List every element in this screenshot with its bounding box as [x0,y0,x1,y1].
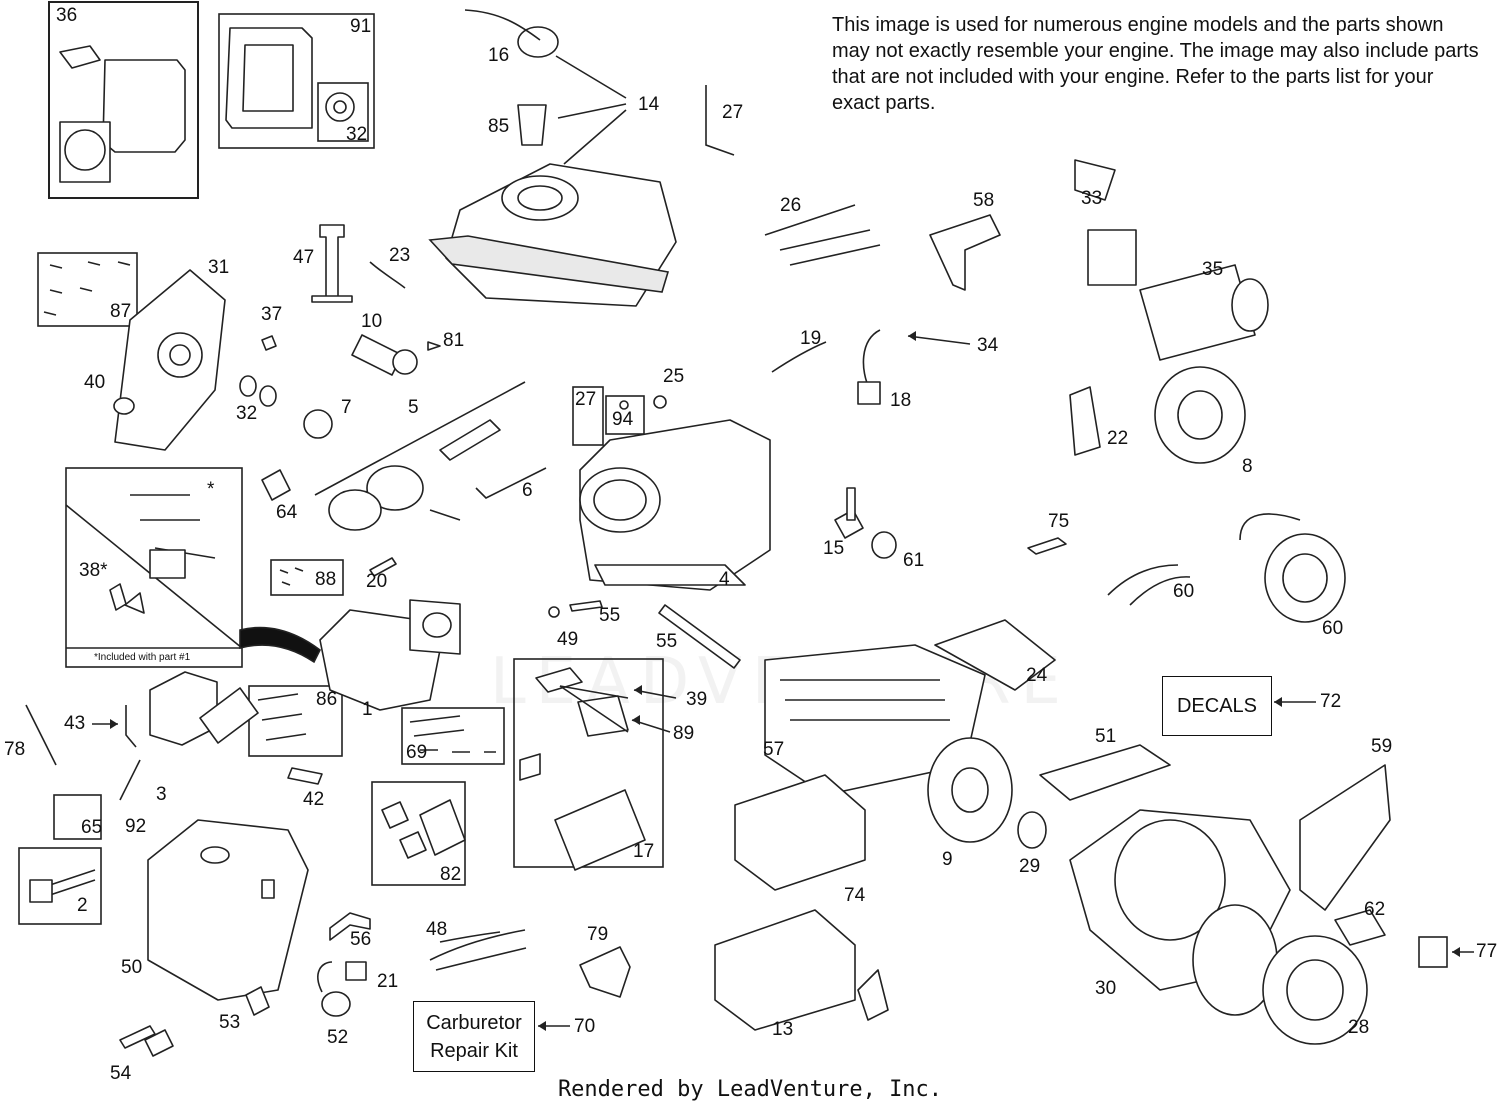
callout-61: 61 [903,550,925,571]
callout-16: 16 [488,45,510,66]
callout-25: 25 [663,366,685,387]
callout-2: 2 [77,895,88,916]
callout-92: 92 [125,816,147,837]
callout-65: 65 [81,817,103,838]
callout-28: 28 [1348,1017,1370,1038]
callout-18: 18 [890,390,912,411]
callout-26: 26 [780,195,802,216]
callout-70: 70 [574,1016,596,1037]
callout-21: 21 [377,971,399,992]
callout-94: 94 [612,409,634,430]
callout-47: 47 [293,247,315,268]
callout-87: 87 [110,301,132,322]
callout-29: 29 [1019,856,1041,877]
callout-9: 9 [942,849,953,870]
callout-33: 33 [1081,188,1103,209]
callout-43: 43 [64,713,86,734]
callout-53: 53 [219,1012,241,1033]
callout-17: 17 [633,841,655,862]
decals-label: DECALS [1176,694,1258,717]
callout-32: 32 [346,124,368,145]
callout-31: 31 [208,257,230,278]
carburetor-repair-kit-label: Carburetor Repair Kit [426,1011,522,1062]
callout-35: 35 [1202,259,1224,280]
callout-49: 49 [557,629,579,650]
callout-78: 78 [4,739,26,760]
callout-7: 7 [341,397,352,418]
engine-model-note: This image is used for numerous engine m… [832,14,1479,114]
callout-55b: 55 [656,631,678,652]
callout-1: 1 [362,699,373,720]
callout-81: 81 [443,330,465,351]
decals-label-box: DECALS [1162,676,1272,736]
callout-74: 74 [844,885,866,906]
callout-14: 14 [638,94,660,115]
callout-60a: 60 [1173,581,1195,602]
callout-42: 42 [303,789,325,810]
callout-27b: 27 [575,389,597,410]
callout-69: 69 [406,742,428,763]
callout-20: 20 [366,571,388,592]
callout-91: 91 [350,16,372,37]
callout-52: 52 [327,1027,349,1048]
callout-5: 5 [408,397,419,418]
callout-60b: 60 [1322,618,1344,639]
callout-39: 39 [686,689,708,710]
carburetor-repair-kit-box: Carburetor Repair Kit [413,1001,535,1072]
callout-48: 48 [426,919,448,940]
callout-asterisk: * [207,479,215,500]
callout-6: 6 [522,480,533,501]
callout-37: 37 [261,304,283,325]
callout-34: 34 [977,335,999,356]
callout-10: 10 [361,311,383,332]
callout-89: 89 [673,723,695,744]
callout-30: 30 [1095,978,1117,999]
callout-24: 24 [1026,665,1048,686]
callout-59: 59 [1371,736,1393,757]
callout-54: 54 [110,1063,132,1084]
callout-8: 8 [1242,456,1253,477]
callout-15: 15 [823,538,845,559]
callout-88: 88 [315,569,337,590]
callout-51: 51 [1095,726,1117,747]
callout-62: 62 [1364,899,1386,920]
callout-79: 79 [587,924,609,945]
callout-86: 86 [316,689,338,710]
callout-82: 82 [440,864,462,885]
callout-85: 85 [488,116,510,137]
callout-40: 40 [84,372,106,393]
callout-22: 22 [1107,428,1129,449]
callout-50: 50 [121,957,143,978]
callout-36: 36 [56,5,78,26]
rendered-by-footer: Rendered by LeadVenture, Inc. [557,1077,943,1102]
callout-32b: 32 [236,403,258,424]
callout-27: 27 [722,102,744,123]
callout-72: 72 [1320,691,1342,712]
callout-55a: 55 [599,605,621,626]
callout-4: 4 [719,569,730,590]
callout-58: 58 [973,190,995,211]
callout-75: 75 [1048,511,1070,532]
callout-77: 77 [1476,941,1498,962]
callout-38: 38* [79,560,108,581]
callout-57: 57 [763,739,785,760]
callout-19: 19 [800,328,822,349]
callout-23: 23 [389,245,411,266]
callout-13: 13 [772,1019,794,1040]
callout-56: 56 [350,929,372,950]
included-with-part-note: *Included with part #1 [94,652,191,663]
callout-64: 64 [276,502,298,523]
callout-3: 3 [156,784,167,805]
